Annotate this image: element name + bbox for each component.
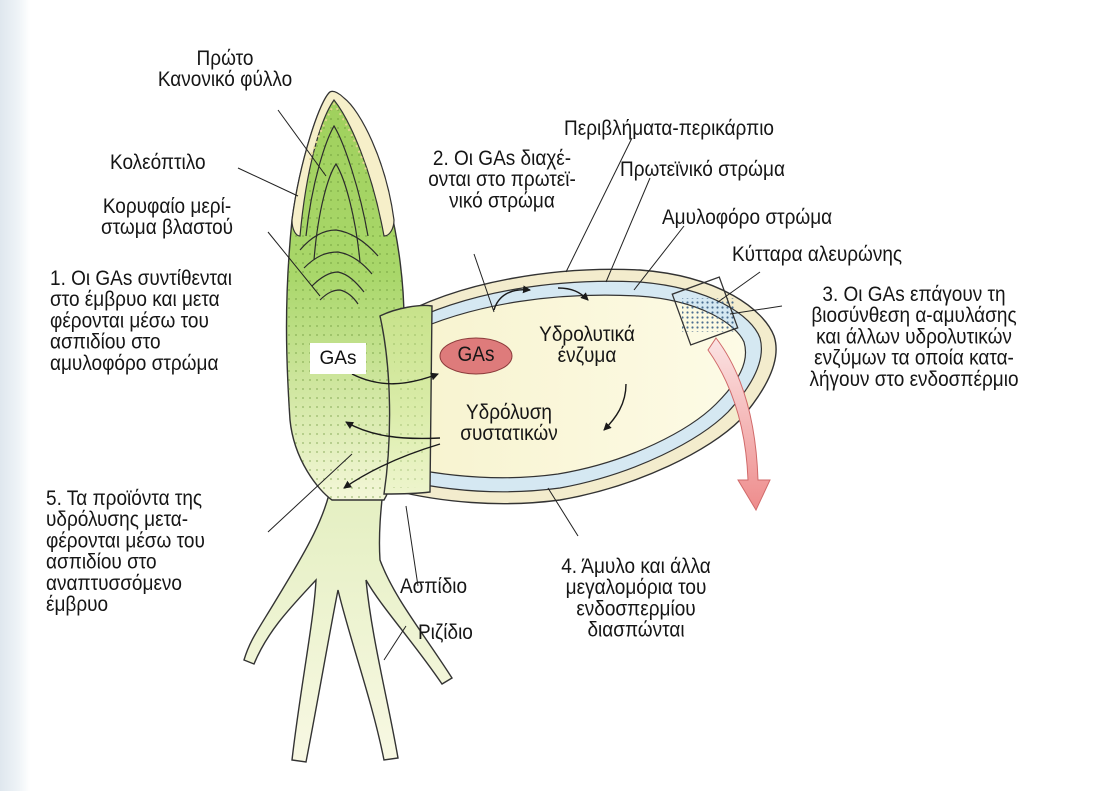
aleurone-cells-label-line: Κύτταρα αλευρώνης bbox=[732, 244, 902, 265]
step1-label-line: ασπιδίου στο bbox=[50, 332, 232, 353]
step5-label-line: αναπτυσσόμενο bbox=[46, 573, 205, 594]
radicle-label-line: Ριζίδιο bbox=[418, 622, 473, 643]
seed-coat-label-line: Περιβλήματα-περικάρπιο bbox=[564, 118, 774, 139]
step4-label-line: διασπώνται bbox=[536, 620, 736, 641]
protein-layer-label-line: Πρωτεϊνικό στρώμα bbox=[620, 159, 785, 180]
first-leaf-label-line: Πρώτο bbox=[120, 48, 330, 69]
scutellum-label-line: Ασπίδιο bbox=[400, 576, 467, 597]
step3-label-line: λήγουν στο ενδοσπέρμιο bbox=[764, 369, 1064, 390]
step2-label-line: νικό στρώμα bbox=[402, 191, 602, 212]
step4-label-line: ενδοσπερμίου bbox=[536, 599, 736, 620]
seed-coat-label: Περιβλήματα-περικάρπιο bbox=[564, 118, 774, 139]
step2-label-line: 2. Οι GAs διαχέ- bbox=[402, 148, 602, 169]
step1-label-line: αμυλοφόρο στρώμα bbox=[50, 353, 232, 374]
hydrolysis-label-line: Υδρόλυση bbox=[434, 402, 584, 423]
coleoptile-label-line: Κολεόπτιλο bbox=[110, 152, 206, 173]
step2-label: 2. Οι GAs διαχέ-ονται στο πρωτεϊ-νικό στ… bbox=[402, 148, 602, 212]
step1-label-line: 1. Οι GAs συντίθενται bbox=[50, 268, 232, 289]
step3-label-line: βιοσύνθεση α-αμυλάσης bbox=[764, 305, 1064, 326]
step3-label-line: και άλλων υδρολυτικών bbox=[764, 327, 1064, 348]
step4-label-line: μεγαλομόρια του bbox=[536, 577, 736, 598]
ga-embryo-box: GAs bbox=[310, 343, 366, 374]
embryo-axis bbox=[287, 91, 405, 500]
apical-meristem-label: Κορυφαίο μερί-στωμα βλαστού bbox=[62, 196, 272, 239]
step3-label-line: 3. Οι GAs επάγουν τη bbox=[764, 284, 1064, 305]
apical-meristem-label-line: Κορυφαίο μερί- bbox=[62, 196, 272, 217]
starch-layer-label: Αμυλοφόρο στρώμα bbox=[662, 207, 832, 228]
radicle-label: Ριζίδιο bbox=[418, 622, 473, 643]
seed bbox=[392, 269, 776, 503]
hydrolytic-enzymes-label-line: Υδρολυτικά bbox=[512, 324, 662, 345]
starch-layer-label-line: Αμυλοφόρο στρώμα bbox=[662, 207, 832, 228]
protein-layer-label: Πρωτεϊνικό στρώμα bbox=[620, 159, 785, 180]
hydrolysis-label-line: συστατικών bbox=[434, 423, 584, 444]
first-leaf-label-line: Κανονικό φύλλο bbox=[120, 69, 330, 90]
step1-label-line: φέρονται μέσω του bbox=[50, 311, 232, 332]
coleoptile-label: Κολεόπτιλο bbox=[110, 152, 206, 173]
scutellum-label: Ασπίδιο bbox=[400, 576, 467, 597]
step5-label-line: φέρονται μέσω του bbox=[46, 531, 205, 552]
aleurone-cells-label: Κύτταρα αλευρώνης bbox=[732, 244, 902, 265]
step4-label-line: 4. Άμυλο και άλλα bbox=[536, 556, 736, 577]
step5-label-line: ασπιδίου στο bbox=[46, 552, 205, 573]
step3-label-line: ενζύμων τα οποία κατα- bbox=[764, 348, 1064, 369]
apical-meristem-label-line: στωμα βλαστού bbox=[62, 217, 272, 238]
step1-label-line: στο έμβρυο και μετα bbox=[50, 289, 232, 310]
step5-label-line: έμβρυο bbox=[46, 594, 205, 615]
step2-label-line: ονται στο πρωτεϊ- bbox=[402, 169, 602, 190]
ga-aleurone-label: GAs bbox=[448, 344, 504, 365]
step5-label-line: 5. Τα προϊόντα της bbox=[46, 488, 205, 509]
step5-label-line: υδρόλυσης μετα- bbox=[46, 509, 205, 530]
hydrolytic-enzymes-label-line: ένζυμα bbox=[512, 345, 662, 366]
